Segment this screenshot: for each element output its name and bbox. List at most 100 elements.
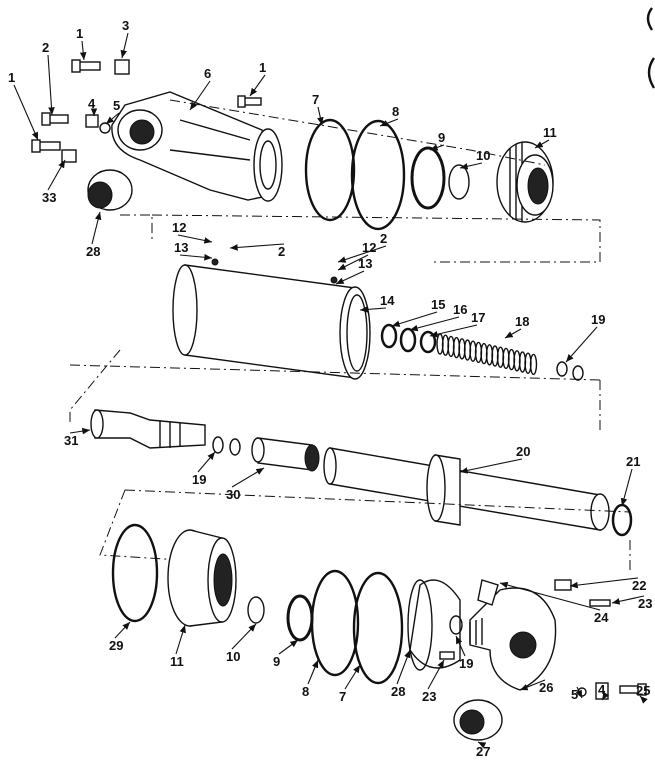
spring-18 <box>436 333 538 376</box>
callout-10: 10 <box>226 649 240 664</box>
leader-line <box>534 139 550 149</box>
callout-5: 5 <box>571 687 578 702</box>
leader-line <box>307 659 319 685</box>
callout-9: 9 <box>273 654 280 669</box>
rod-eye-26 <box>469 579 557 691</box>
bushing-28-top <box>87 169 133 211</box>
leader-line <box>47 54 55 116</box>
leader-line <box>69 427 91 435</box>
leader-line <box>504 328 522 339</box>
leader-line <box>231 467 265 488</box>
leader-line <box>359 306 387 313</box>
callout-24: 24 <box>594 610 609 625</box>
callout-11: 11 <box>170 654 184 669</box>
callout-1: 1 <box>76 26 83 41</box>
callout-33: 33 <box>42 190 56 205</box>
piston-rod-31 <box>90 409 206 449</box>
callout-28: 28 <box>86 244 100 259</box>
callout-15: 15 <box>431 297 445 312</box>
leader-line <box>569 577 639 589</box>
leader-line <box>477 741 487 749</box>
leader-line <box>229 243 285 251</box>
callout-10: 10 <box>476 148 490 163</box>
bolts-top <box>31 59 262 163</box>
callout-6: 6 <box>204 66 211 81</box>
leader-line <box>278 639 299 655</box>
leader-line <box>620 468 633 507</box>
leader-line <box>499 581 601 611</box>
callout-12: 12 <box>362 240 376 255</box>
leader-line <box>105 112 120 125</box>
leader-line <box>189 80 211 111</box>
leader-line <box>47 159 66 191</box>
cap-28-bottom <box>407 579 461 671</box>
leader-line <box>335 270 365 285</box>
callout-25: 25 <box>636 683 650 698</box>
leader-line <box>114 621 131 639</box>
callout-19: 19 <box>459 656 473 671</box>
callout-26: 26 <box>539 680 553 695</box>
callout-21: 21 <box>626 454 640 469</box>
edge-fragment <box>646 7 654 31</box>
leader-line <box>459 458 523 474</box>
leader-line <box>79 40 87 61</box>
leader-line <box>575 686 583 699</box>
leader-line <box>429 324 478 338</box>
callout-19: 19 <box>591 312 605 327</box>
callout-16: 16 <box>453 302 467 317</box>
callout-29: 29 <box>109 638 123 653</box>
callout-8: 8 <box>302 684 309 699</box>
leader-line <box>455 635 466 657</box>
callout-8: 8 <box>392 104 399 119</box>
callout-4: 4 <box>88 96 96 111</box>
callout-11: 11 <box>543 125 557 140</box>
leader-line <box>427 659 445 690</box>
leader-line <box>249 74 266 97</box>
piston-tube-20 <box>323 447 610 531</box>
leader-line <box>179 253 213 261</box>
leader-line <box>396 649 411 685</box>
seals-middle <box>380 323 437 354</box>
callout-17: 17 <box>471 310 485 325</box>
spring-coil <box>529 353 538 376</box>
leader-line <box>429 144 445 151</box>
callout-1: 1 <box>259 60 266 75</box>
callout-18: 18 <box>515 314 529 329</box>
leader-line <box>409 316 460 332</box>
callout-2: 2 <box>380 231 387 246</box>
callout-30: 30 <box>226 487 240 502</box>
leader-line <box>197 451 216 473</box>
callout-19: 19 <box>192 472 206 487</box>
leader-line <box>120 32 129 59</box>
leader-line <box>601 691 610 701</box>
callout-12: 12 <box>172 220 186 235</box>
leader-line <box>519 679 546 691</box>
callout-2: 2 <box>42 40 49 55</box>
callout-7: 7 <box>339 689 346 704</box>
callout-1: 1 <box>8 70 15 85</box>
callout-22: 22 <box>632 578 646 593</box>
o-ring-29 <box>111 523 159 623</box>
leader-line <box>565 326 598 363</box>
leader-line <box>379 118 399 127</box>
leader-line <box>337 254 369 271</box>
callout-28: 28 <box>391 684 405 699</box>
leader-line <box>337 245 387 263</box>
callout-23: 23 <box>422 689 436 704</box>
bushing-27 <box>453 699 503 741</box>
gland-11-top <box>496 141 554 223</box>
callout-31: 31 <box>64 433 78 448</box>
leader-line <box>13 84 39 141</box>
rod-end-housing <box>111 91 283 202</box>
leader-line <box>344 664 361 690</box>
callout-13: 13 <box>358 256 372 271</box>
leader-line <box>177 234 213 244</box>
callout-23: 23 <box>638 596 652 611</box>
o-rings-top <box>304 118 470 231</box>
callout-14: 14 <box>380 293 395 308</box>
edge-fragment <box>647 57 655 89</box>
cylinder-barrel <box>172 258 371 380</box>
leader-line <box>175 624 186 655</box>
leader-line <box>231 623 257 650</box>
callout-5: 5 <box>113 98 120 113</box>
